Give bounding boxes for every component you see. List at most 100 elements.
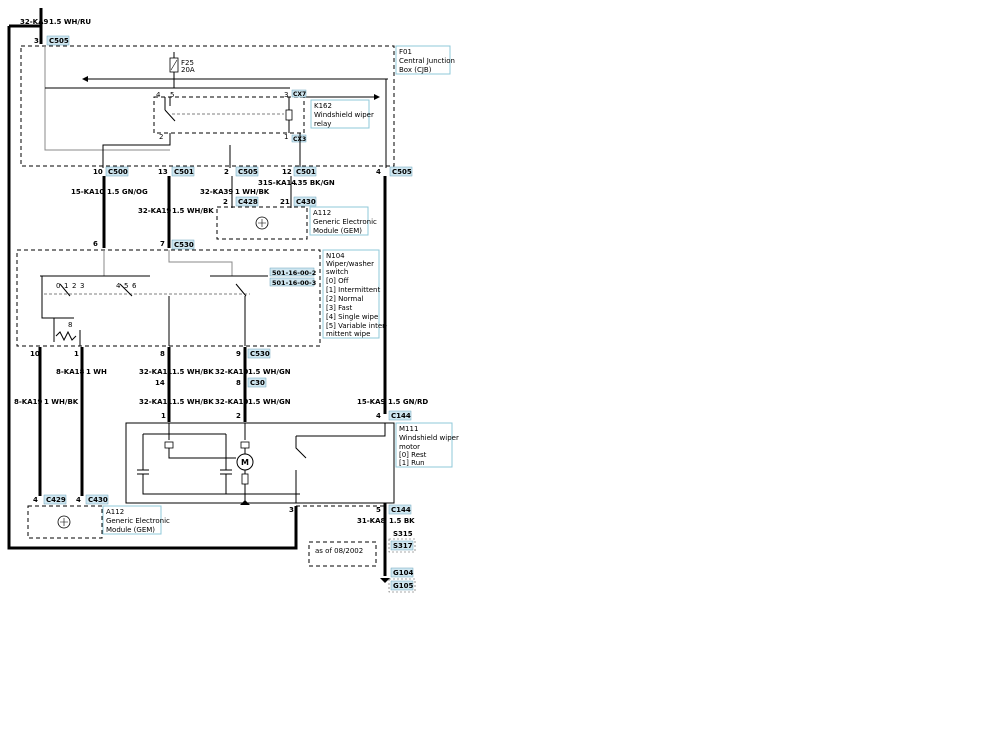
wire-32ka19-spec: 1.5 WH/BK xyxy=(172,207,214,215)
cjb-label-box: F01 Central Junction Box (CJB) xyxy=(395,45,455,75)
wire-32ka39-circuit: 32-KA39 xyxy=(200,188,233,196)
svg-text:M: M xyxy=(241,458,249,467)
svg-text:9: 9 xyxy=(236,350,241,358)
svg-text:8: 8 xyxy=(236,379,241,387)
svg-text:Wiper/washer: Wiper/washer xyxy=(326,260,374,268)
top-wire-pin: 3 xyxy=(34,37,39,45)
svg-text:7: 7 xyxy=(160,240,165,248)
svg-text:[0] Rest: [0] Rest xyxy=(399,451,427,459)
connector-badge-top: C505 xyxy=(46,35,70,46)
svg-text:Box (CJB): Box (CJB) xyxy=(399,66,432,74)
svg-text:1: 1 xyxy=(74,350,79,358)
svg-text:6: 6 xyxy=(93,240,98,248)
wire-15ka10-spec: 1.5 GN/OG xyxy=(107,188,148,196)
svg-text:relay: relay xyxy=(314,120,331,128)
svg-text:2: 2 xyxy=(159,133,163,141)
switch-box xyxy=(16,249,321,347)
gem-top-box xyxy=(216,206,308,240)
svg-text:C144: C144 xyxy=(391,412,411,420)
svg-text:mittent wipe: mittent wipe xyxy=(326,330,370,338)
left-rail-wire xyxy=(7,24,298,550)
svg-text:N104: N104 xyxy=(326,252,345,260)
wire-32ka10-spec: 1.5 WH/GN xyxy=(248,368,291,376)
svg-text:3: 3 xyxy=(284,91,288,99)
svg-text:CX7: CX7 xyxy=(293,91,306,98)
wire-8ka18-circuit: 8-KA18 xyxy=(56,368,84,376)
svg-text:0: 0 xyxy=(56,282,60,290)
ground-symbol xyxy=(380,578,390,583)
svg-text:C30: C30 xyxy=(250,379,265,387)
svg-text:21: 21 xyxy=(280,198,290,206)
switch-ref-badges: 501-16-00-2 501-16-00-3 xyxy=(269,267,316,287)
svg-text:1: 1 xyxy=(161,412,166,420)
note-text: as of 08/2002 xyxy=(315,547,363,555)
svg-text:12: 12 xyxy=(282,168,292,176)
svg-text:G104: G104 xyxy=(393,569,413,577)
relay-conn-b: CX3 xyxy=(291,134,307,143)
gem-top-label-box: A112 Generic Electronic Module (GEM) xyxy=(309,206,377,236)
svg-text:2: 2 xyxy=(224,168,229,176)
wire-32ka19-circuit: 32-KA19 xyxy=(138,207,171,215)
svg-text:2: 2 xyxy=(236,412,241,420)
svg-text:C430: C430 xyxy=(296,198,316,206)
motor-label-box: M111 Windshield wiper motor [0] Rest [1]… xyxy=(395,422,459,468)
splice-s317: S317 xyxy=(388,538,416,553)
svg-text:C144: C144 xyxy=(391,506,411,514)
svg-text:C429: C429 xyxy=(46,496,66,504)
svg-text:Module (GEM): Module (GEM) xyxy=(313,227,362,235)
svg-text:C501: C501 xyxy=(174,168,194,176)
top-wire-spec: 1.5 WH/RU xyxy=(49,18,91,26)
note-box xyxy=(308,541,377,567)
svg-text:4: 4 xyxy=(33,496,38,504)
cjb-bus-right-arrow-head xyxy=(374,94,380,100)
svg-text:2: 2 xyxy=(223,198,228,206)
svg-text:C505: C505 xyxy=(49,37,69,45)
switch-bottom-pins: 10 1 8 9 C530 xyxy=(30,348,271,359)
svg-text:Generic Electronic: Generic Electronic xyxy=(106,517,170,525)
cjb-box xyxy=(20,45,395,167)
svg-text:4: 4 xyxy=(156,91,161,99)
wire-32ka11-circuit: 32-KA11 xyxy=(139,368,172,376)
relay-conn-a: CX7 xyxy=(291,89,307,98)
wire-32ka11-circuit-2: 32-KA11 xyxy=(139,398,172,406)
svg-text:14: 14 xyxy=(155,379,165,387)
svg-text:2: 2 xyxy=(72,282,76,290)
gem-bottom-label-box: A112 Generic Electronic Module (GEM) xyxy=(102,505,170,535)
svg-text:[2] Normal: [2] Normal xyxy=(326,295,364,303)
top-wire-circuit: 32-KA9 xyxy=(20,18,48,26)
wire-32ka10-circuit-2: 32-KA10 xyxy=(215,398,248,406)
gem-bottom-symbol xyxy=(57,515,71,529)
svg-text:M111: M111 xyxy=(399,425,418,433)
cjb-internal-wire-gray xyxy=(44,46,170,151)
svg-text:C500: C500 xyxy=(108,168,128,176)
ground-g105: G105 xyxy=(388,578,416,593)
svg-text:5: 5 xyxy=(170,91,174,99)
gem-top-symbol xyxy=(255,216,269,230)
svg-text:6: 6 xyxy=(132,282,137,290)
svg-text:10: 10 xyxy=(93,168,103,176)
svg-text:5: 5 xyxy=(376,506,381,514)
svg-text:C430: C430 xyxy=(88,496,108,504)
svg-text:Module (GEM): Module (GEM) xyxy=(106,526,155,534)
svg-text:C530: C530 xyxy=(174,241,194,249)
ground-circuit: 31-KA8 xyxy=(357,517,385,525)
relay-pins: 4 5 3 1 2 xyxy=(156,91,288,141)
wire-8ka19-spec: 1 WH/BK xyxy=(44,398,79,406)
svg-text:K162: K162 xyxy=(314,102,332,110)
wire-32ka11-spec-2: 1.5 WH/BK xyxy=(172,398,214,406)
svg-text:[4] Single wipe: [4] Single wipe xyxy=(326,313,378,321)
gem-top-connectors: 2 C428 21 C430 xyxy=(223,196,317,207)
svg-text:[3] Fast: [3] Fast xyxy=(326,304,352,312)
svg-text:F25: F25 xyxy=(181,59,194,67)
svg-text:C505: C505 xyxy=(238,168,258,176)
svg-text:4: 4 xyxy=(116,282,121,290)
cjb-pin-row: 10 C500 13 C501 2 C505 12 C501 4 C505 xyxy=(93,166,413,177)
motor-box xyxy=(125,422,395,504)
relay-box xyxy=(153,96,305,134)
svg-text:1: 1 xyxy=(64,282,68,290)
wire-15ka9-spec: 1.5 GN/RD xyxy=(388,398,428,406)
switch-internals: 8 0 1 2 3 4 5 6 xyxy=(40,250,268,346)
cjb-bus-arrow-head xyxy=(82,76,88,82)
relay-label-box: K162 Windshield wiper relay xyxy=(310,99,374,129)
